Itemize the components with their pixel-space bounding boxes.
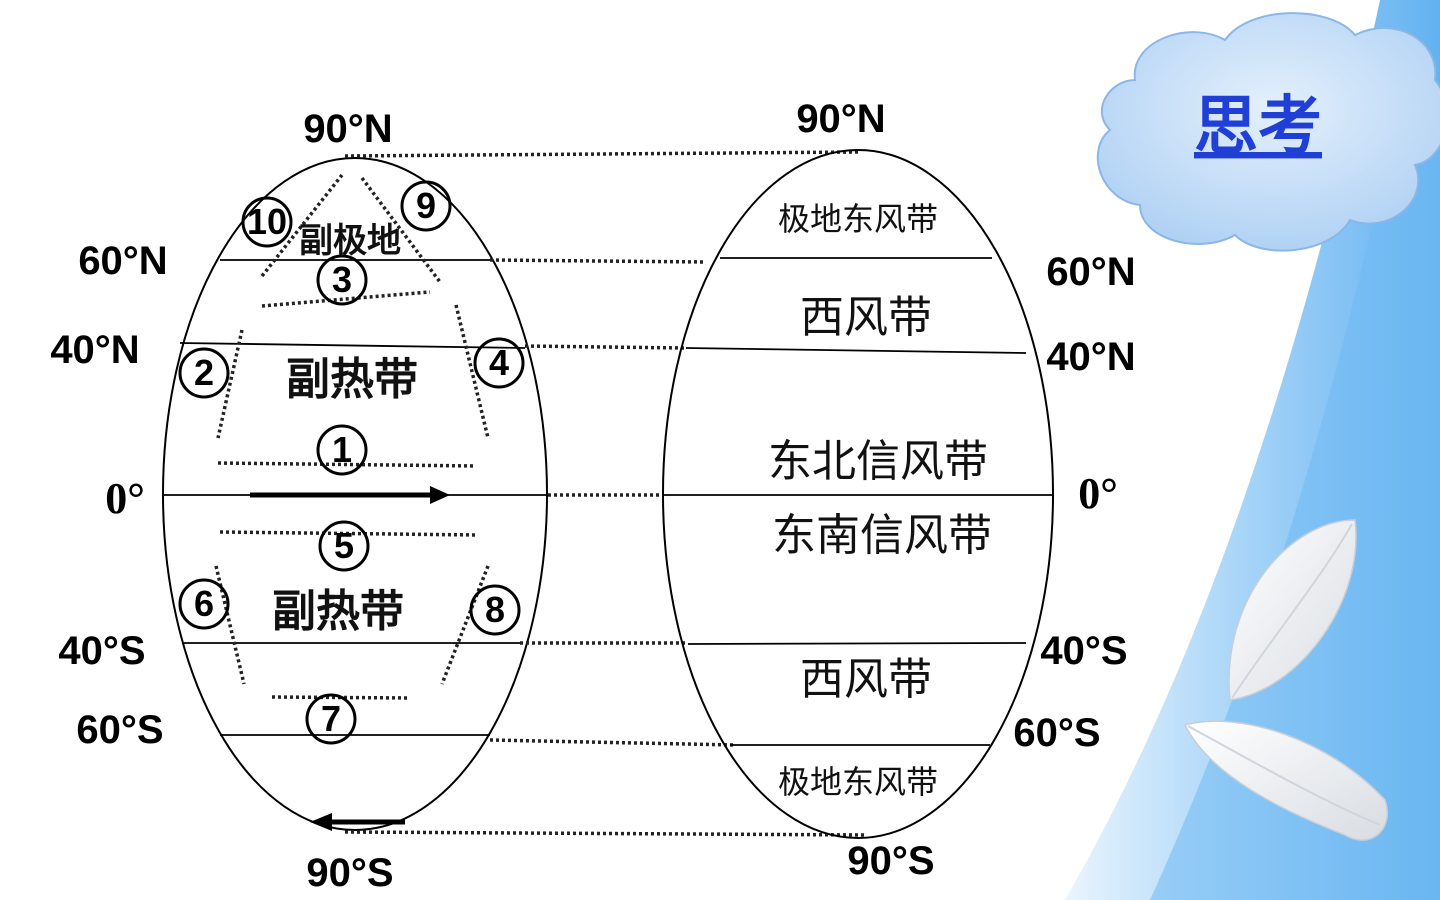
left-lat-90n: 90°N — [303, 107, 392, 151]
marker-label-9: 9 — [416, 185, 436, 226]
zone-subtropical-n: 副热带 — [286, 354, 418, 405]
right-lat-60n: 60°N — [1046, 250, 1135, 294]
marker-circle-5 — [318, 520, 370, 572]
marker-circle-1 — [316, 424, 368, 476]
zone-subtropical-s: 副热带 — [272, 586, 404, 637]
belt-westerlies-s: 西风带 — [800, 654, 932, 705]
marker-label-2: 2 — [194, 352, 214, 393]
think-cloud: 思考 — [1096, 12, 1440, 252]
marker-circle-8 — [469, 584, 521, 636]
connector-lines — [344, 150, 867, 837]
think-title: 思考 — [1194, 90, 1322, 164]
left-lat-eq: 0° — [105, 474, 145, 523]
right-lat-eq: 0° — [1078, 469, 1118, 518]
right-lat-90s: 90°S — [847, 839, 934, 883]
marker-circle-3 — [316, 254, 368, 306]
left-lat-60n: 60°N — [78, 239, 167, 283]
marker-circle-2 — [178, 347, 230, 399]
belt-polar-easterlies-n: 极地东风带 — [778, 200, 938, 238]
petal-decoration — [1183, 519, 1388, 841]
marker-label-4: 4 — [489, 342, 509, 383]
right-lat-40n: 40°N — [1046, 335, 1135, 379]
marker-label-1: 1 — [332, 429, 352, 470]
right-lat-90n: 90°N — [796, 97, 885, 141]
left-globe: 90°N 60°N 40°N 0° 40°S 60°S 90°S 副极地 副热带… — [50, 107, 548, 895]
right-globe: 90°N 60°N 40°N 0° 40°S 60°S 90°S 极地东风带 西… — [662, 97, 1136, 883]
numbered-markers: 1 2 3 4 5 6 7 8 9 10 — [178, 180, 525, 745]
marker-label-3: 3 — [332, 259, 352, 300]
right-lat-40s: 40°S — [1040, 629, 1127, 673]
left-lat-60s: 60°S — [76, 708, 163, 752]
marker-circle-7 — [305, 693, 357, 745]
marker-label-7: 7 — [321, 698, 341, 739]
left-lat-40n: 40°N — [50, 328, 139, 372]
marker-label-6: 6 — [194, 583, 214, 624]
right-lat-60s: 60°S — [1013, 711, 1100, 755]
marker-circle-10 — [241, 196, 293, 248]
belt-se-trades: 东南信风带 — [772, 510, 992, 561]
belt-ne-trades: 东北信风带 — [768, 436, 988, 487]
marker-label-5: 5 — [334, 525, 354, 566]
belt-westerlies-n: 西风带 — [800, 292, 932, 343]
zone-subpolar: 副极地 — [299, 221, 401, 261]
left-lat-40s: 40°S — [58, 629, 145, 673]
marker-label-10: 10 — [247, 201, 287, 242]
marker-circle-9 — [400, 180, 452, 232]
marker-circle-4 — [473, 337, 525, 389]
belt-polar-easterlies-s: 极地东风带 — [778, 763, 938, 801]
marker-circle-6 — [178, 578, 230, 630]
marker-label-8: 8 — [485, 589, 505, 630]
right-globe-outline — [662, 149, 1054, 839]
left-lat-90s: 90°S — [306, 851, 393, 895]
left-globe-outline — [162, 157, 548, 831]
